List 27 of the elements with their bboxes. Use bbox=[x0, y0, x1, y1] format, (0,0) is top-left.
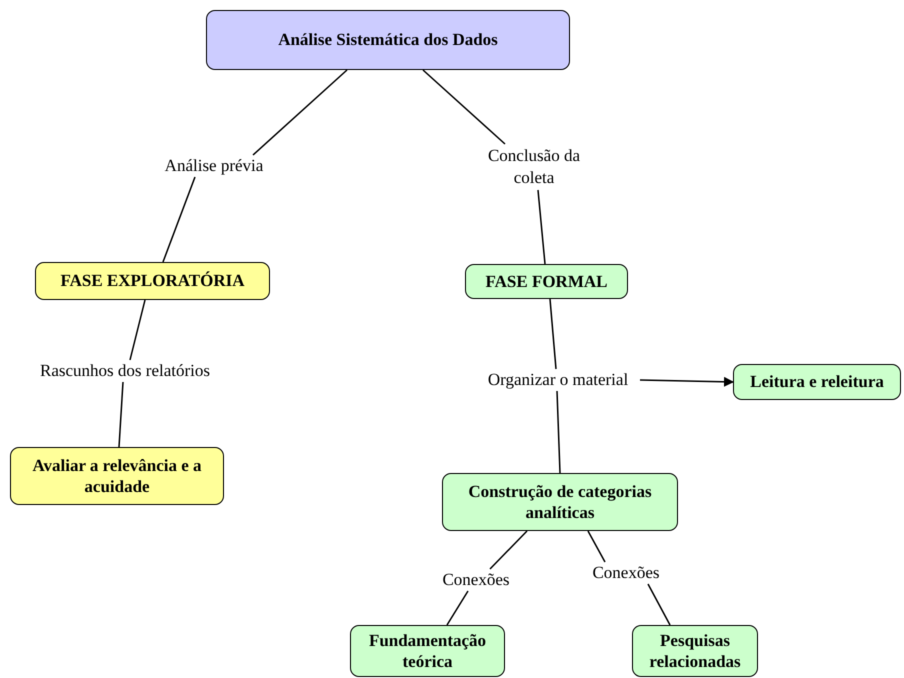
concept-box: FASE EXPLORATÓRIA bbox=[35, 262, 270, 300]
connector-line bbox=[446, 590, 469, 626]
concept-box: FASE FORMAL bbox=[465, 264, 628, 299]
connector-line bbox=[647, 584, 671, 626]
connector-line bbox=[537, 190, 546, 264]
linking-phrase: Organizar o material bbox=[476, 369, 640, 391]
linking-phrase: Análise prévia bbox=[156, 155, 272, 177]
connector-line bbox=[252, 69, 348, 156]
concept-box: Análise Sistemática dos Dados bbox=[206, 10, 570, 70]
connector-line bbox=[556, 390, 561, 474]
connector-line bbox=[162, 176, 196, 262]
linking-phrase: Conexões bbox=[585, 562, 667, 584]
concept-box: Fundamentação teórica bbox=[350, 625, 505, 677]
connector-line bbox=[489, 530, 528, 570]
concept-box: Pesquisas relacionadas bbox=[632, 625, 758, 677]
concept-box: Construção de categorias analíticas bbox=[442, 473, 678, 531]
concept-box: Avaliar a relevância e a acuidade bbox=[10, 447, 224, 505]
linking-phrase: Conclusão da coleta bbox=[474, 144, 594, 190]
connector-line bbox=[587, 530, 606, 562]
connector-line bbox=[422, 69, 506, 145]
connector-line bbox=[118, 382, 124, 448]
connector-line bbox=[549, 298, 557, 370]
connector-line bbox=[129, 300, 146, 360]
arrow bbox=[640, 376, 734, 387]
linking-phrase: Rascunhos dos relatórios bbox=[24, 360, 226, 382]
linking-phrase: Conexões bbox=[435, 569, 517, 591]
concept-box: Leitura e releitura bbox=[733, 364, 901, 400]
